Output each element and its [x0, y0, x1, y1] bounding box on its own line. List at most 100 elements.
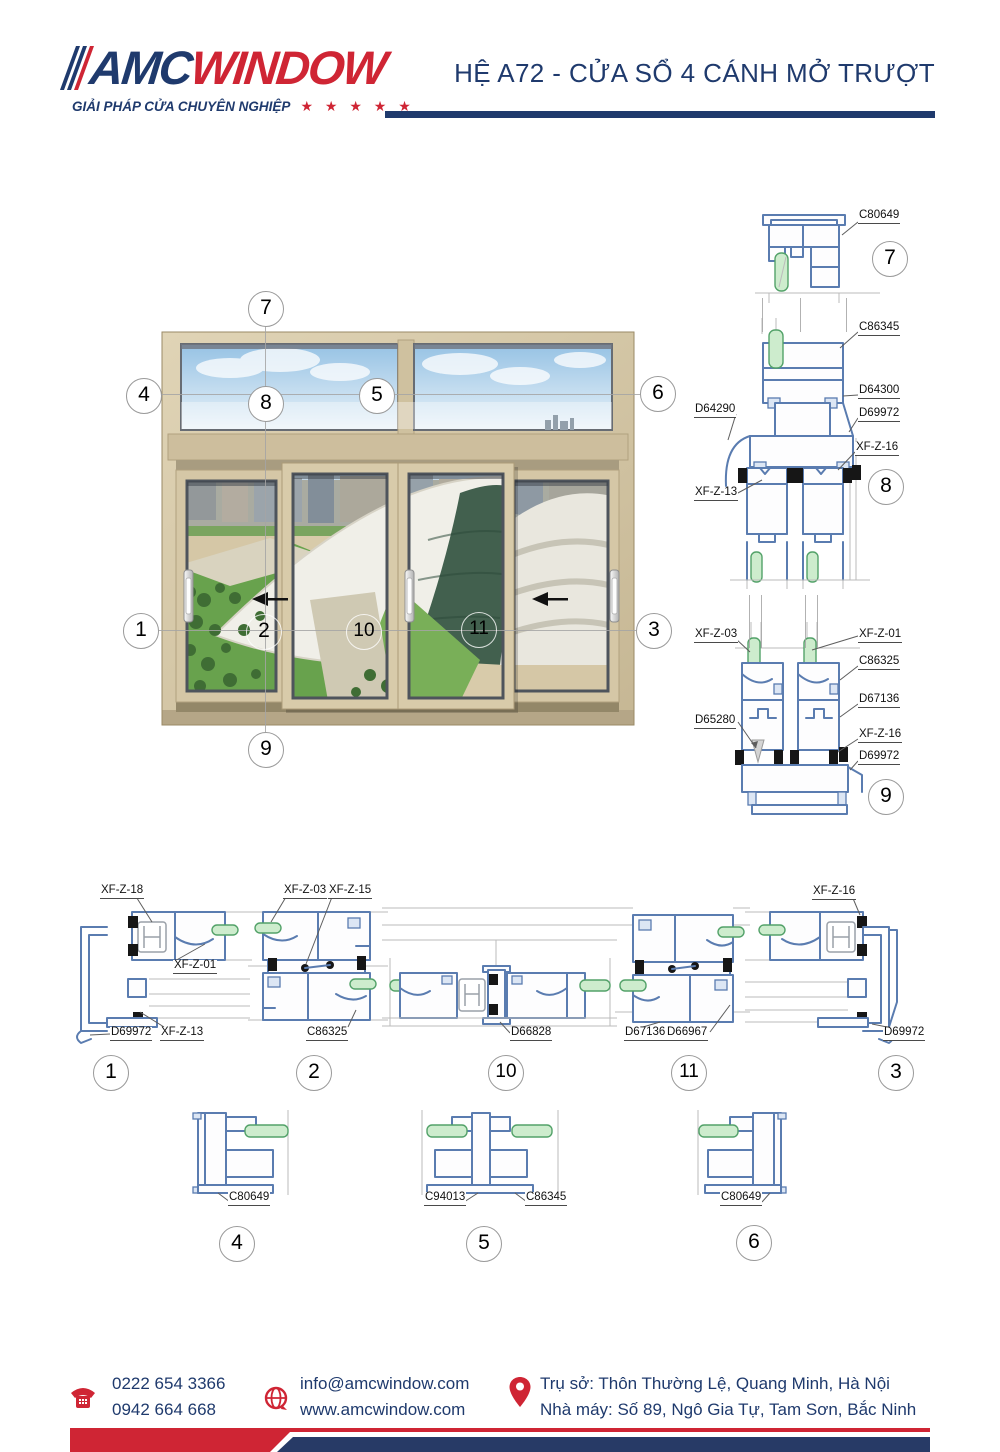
part-label: XF-Z-01 — [858, 628, 903, 643]
detail-8-number: 8 — [868, 469, 904, 505]
email-text: info@amcwindow.com — [300, 1374, 470, 1393]
section-line-vertical — [265, 325, 266, 732]
part-label: D69972 — [858, 750, 901, 765]
part-label: D67136 — [624, 1026, 667, 1041]
callout-8: 8 — [248, 386, 284, 422]
part-label: XF-Z-16 — [855, 441, 900, 456]
logo-tagline: GIẢI PHÁP CỬA CHUYÊN NGHIỆP — [72, 99, 291, 114]
detail-10-number: 10 — [488, 1055, 524, 1091]
detail-9-number: 9 — [868, 779, 904, 815]
header-divider — [385, 111, 935, 118]
callout-1: 1 — [123, 613, 159, 649]
part-label: D64300 — [858, 384, 901, 399]
part-label: XF-Z-13 — [694, 486, 739, 501]
sash-2 — [281, 462, 402, 713]
callout-6: 6 — [640, 376, 676, 412]
globe-icon — [264, 1386, 288, 1410]
clouds — [196, 348, 606, 385]
detail-7-number: 7 — [872, 241, 908, 277]
detail-10-drawing — [382, 907, 617, 1034]
handle-icon — [183, 569, 194, 623]
detail-4-drawing — [192, 1110, 289, 1203]
part-label: C86345 — [858, 321, 901, 336]
logo-wordmark: AMCWINDOW — [70, 41, 389, 94]
handle-icon — [404, 569, 415, 623]
page-title: HỆ A72 - CỬA SỔ 4 CÁNH MỞ TRƯỢT — [454, 58, 935, 88]
extension-line — [749, 595, 750, 648]
part-label: D67136 — [858, 693, 901, 708]
part-label: C86325 — [306, 1026, 349, 1041]
part-label: C80649 — [228, 1191, 271, 1206]
part-label: XF-Z-03 — [694, 628, 739, 643]
sash-1 — [175, 469, 288, 703]
callout-5: 5 — [359, 378, 395, 414]
callout-7: 7 — [248, 291, 284, 327]
detail-1-drawing — [76, 894, 252, 1044]
part-label: D69972 — [883, 1026, 926, 1041]
extension-line — [846, 298, 847, 332]
detail-5-drawing — [421, 1110, 559, 1203]
callout-2: 2 — [246, 614, 282, 650]
part-label: XF-Z-13 — [160, 1026, 205, 1041]
logo-stars-icon: ★ ★ ★ ★ ★ — [300, 98, 415, 114]
logo-text-amc: AMC — [87, 41, 194, 94]
detail-3-number: 3 — [878, 1055, 914, 1091]
callout-10: 10 — [346, 614, 382, 650]
sash-3 — [397, 462, 518, 713]
part-label: D66967 — [666, 1026, 709, 1041]
detail-2-number: 2 — [296, 1055, 332, 1091]
part-label: XF-Z-16 — [858, 728, 903, 743]
part-label: C80649 — [720, 1191, 763, 1206]
skyline-silhouette — [545, 415, 574, 430]
part-label: C80649 — [858, 209, 901, 224]
part-label: C86345 — [525, 1191, 568, 1206]
phone-number-2: 0942 664 668 — [112, 1400, 216, 1419]
callout-4: 4 — [126, 378, 162, 414]
phone-number-1: 0222 654 3366 — [112, 1374, 226, 1393]
extension-line — [761, 595, 762, 648]
location-pin-icon — [509, 1377, 531, 1407]
callout-9: 9 — [248, 732, 284, 768]
part-label: D69972 — [858, 407, 901, 422]
address-line-1: Trụ sở: Thôn Thường Lệ, Quang Minh, Hà N… — [540, 1374, 890, 1393]
detail-4-number: 4 — [219, 1226, 255, 1262]
phone-icon — [71, 1388, 95, 1408]
address-line-2: Nhà máy: Số 89, Ngô Gia Tự, Tam Sơn, Bắc… — [540, 1400, 917, 1419]
part-label: XF-Z-01 — [173, 959, 218, 974]
section-line-sash — [157, 630, 636, 631]
callout-3: 3 — [636, 613, 672, 649]
part-label: D65280 — [694, 714, 737, 729]
part-label: D66828 — [510, 1026, 553, 1041]
detail-1-number: 1 — [93, 1055, 129, 1091]
detail-2-drawing — [248, 896, 388, 1028]
detail-11-number: 11 — [671, 1055, 707, 1091]
logo-text-window: WINDOW — [188, 41, 389, 94]
detail-8-drawing — [724, 318, 870, 589]
extension-line — [800, 298, 801, 332]
detail-6-drawing — [697, 1110, 787, 1203]
extension-line — [762, 298, 763, 332]
extension-line — [817, 595, 818, 648]
detail-9-drawing — [735, 622, 863, 815]
detail-11-drawing — [615, 907, 750, 1033]
handle-icon — [609, 569, 620, 623]
sash-4 — [502, 469, 620, 703]
detail-7-drawing — [755, 214, 880, 303]
website-text: www.amcwindow.com — [300, 1400, 466, 1419]
part-label: C94013 — [424, 1191, 467, 1206]
callout-11: 11 — [461, 612, 497, 648]
part-label: XF-Z-03 — [283, 884, 328, 899]
part-label: XF-Z-15 — [328, 884, 373, 899]
detail-3-drawing — [745, 895, 898, 1044]
window-render — [161, 331, 635, 726]
part-label: XF-Z-16 — [812, 885, 857, 900]
slide-arrow-icon — [252, 592, 568, 606]
extension-line — [805, 595, 806, 648]
brand-logo: AMCWINDOW GIẢI PHÁP CỬA CHUYÊN NGHIỆP ★ … — [59, 41, 411, 115]
part-label: XF-Z-18 — [100, 884, 145, 899]
part-label: D69972 — [110, 1026, 153, 1041]
part-label: D64290 — [694, 403, 737, 418]
detail-5-number: 5 — [466, 1226, 502, 1262]
part-label: C86325 — [858, 655, 901, 670]
